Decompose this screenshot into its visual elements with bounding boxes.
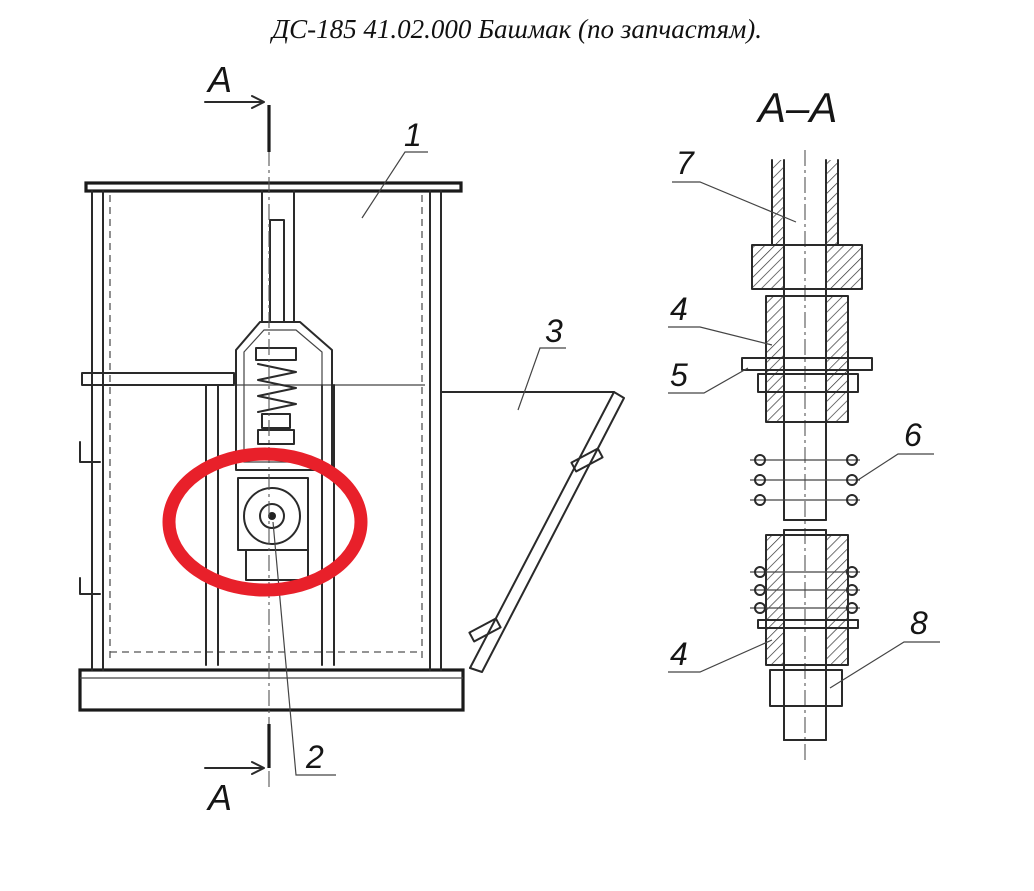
rod [269,219,285,323]
spring-housing [235,321,333,471]
base-plate [78,668,465,712]
section-mark-top: А [206,59,232,100]
main-view [78,95,625,790]
callout-8: 8 [910,605,928,641]
callout-5: 5 [670,357,688,393]
roller-icon [243,487,301,545]
nut [751,244,863,290]
highlight-ellipse [162,447,368,597]
callout-2: 2 [305,739,324,775]
section-arrow-bottom [204,761,265,775]
section-mark-bottom: А [206,777,232,818]
section-view-label: А–А [755,84,837,131]
hopper [440,391,615,669]
callout-7: 7 [676,145,695,181]
callout-1: 1 [404,117,422,153]
section-view [741,150,873,760]
top-flange [84,181,463,193]
pin [741,357,873,371]
sleeve-lower [765,534,849,666]
callout-4-upper: 4 [670,291,688,327]
hinge-icon [79,441,101,463]
section-arrow-top [204,95,265,109]
mid-shelf [81,372,235,386]
hinge-icon [79,577,101,595]
callout-leaders-main [272,151,566,776]
drawing-title: ДС-185 41.02.000 Башмак (по запчастям). [271,14,763,44]
callout-leaders-section [668,181,940,689]
spring-upper-icon [750,454,860,506]
bottom-tube [769,669,843,707]
spring-lower-icon [750,566,860,614]
callout-4-lower: 4 [670,636,688,672]
callout-3: 3 [545,313,563,349]
callout-6: 6 [904,417,922,453]
spring-icon [257,363,297,413]
